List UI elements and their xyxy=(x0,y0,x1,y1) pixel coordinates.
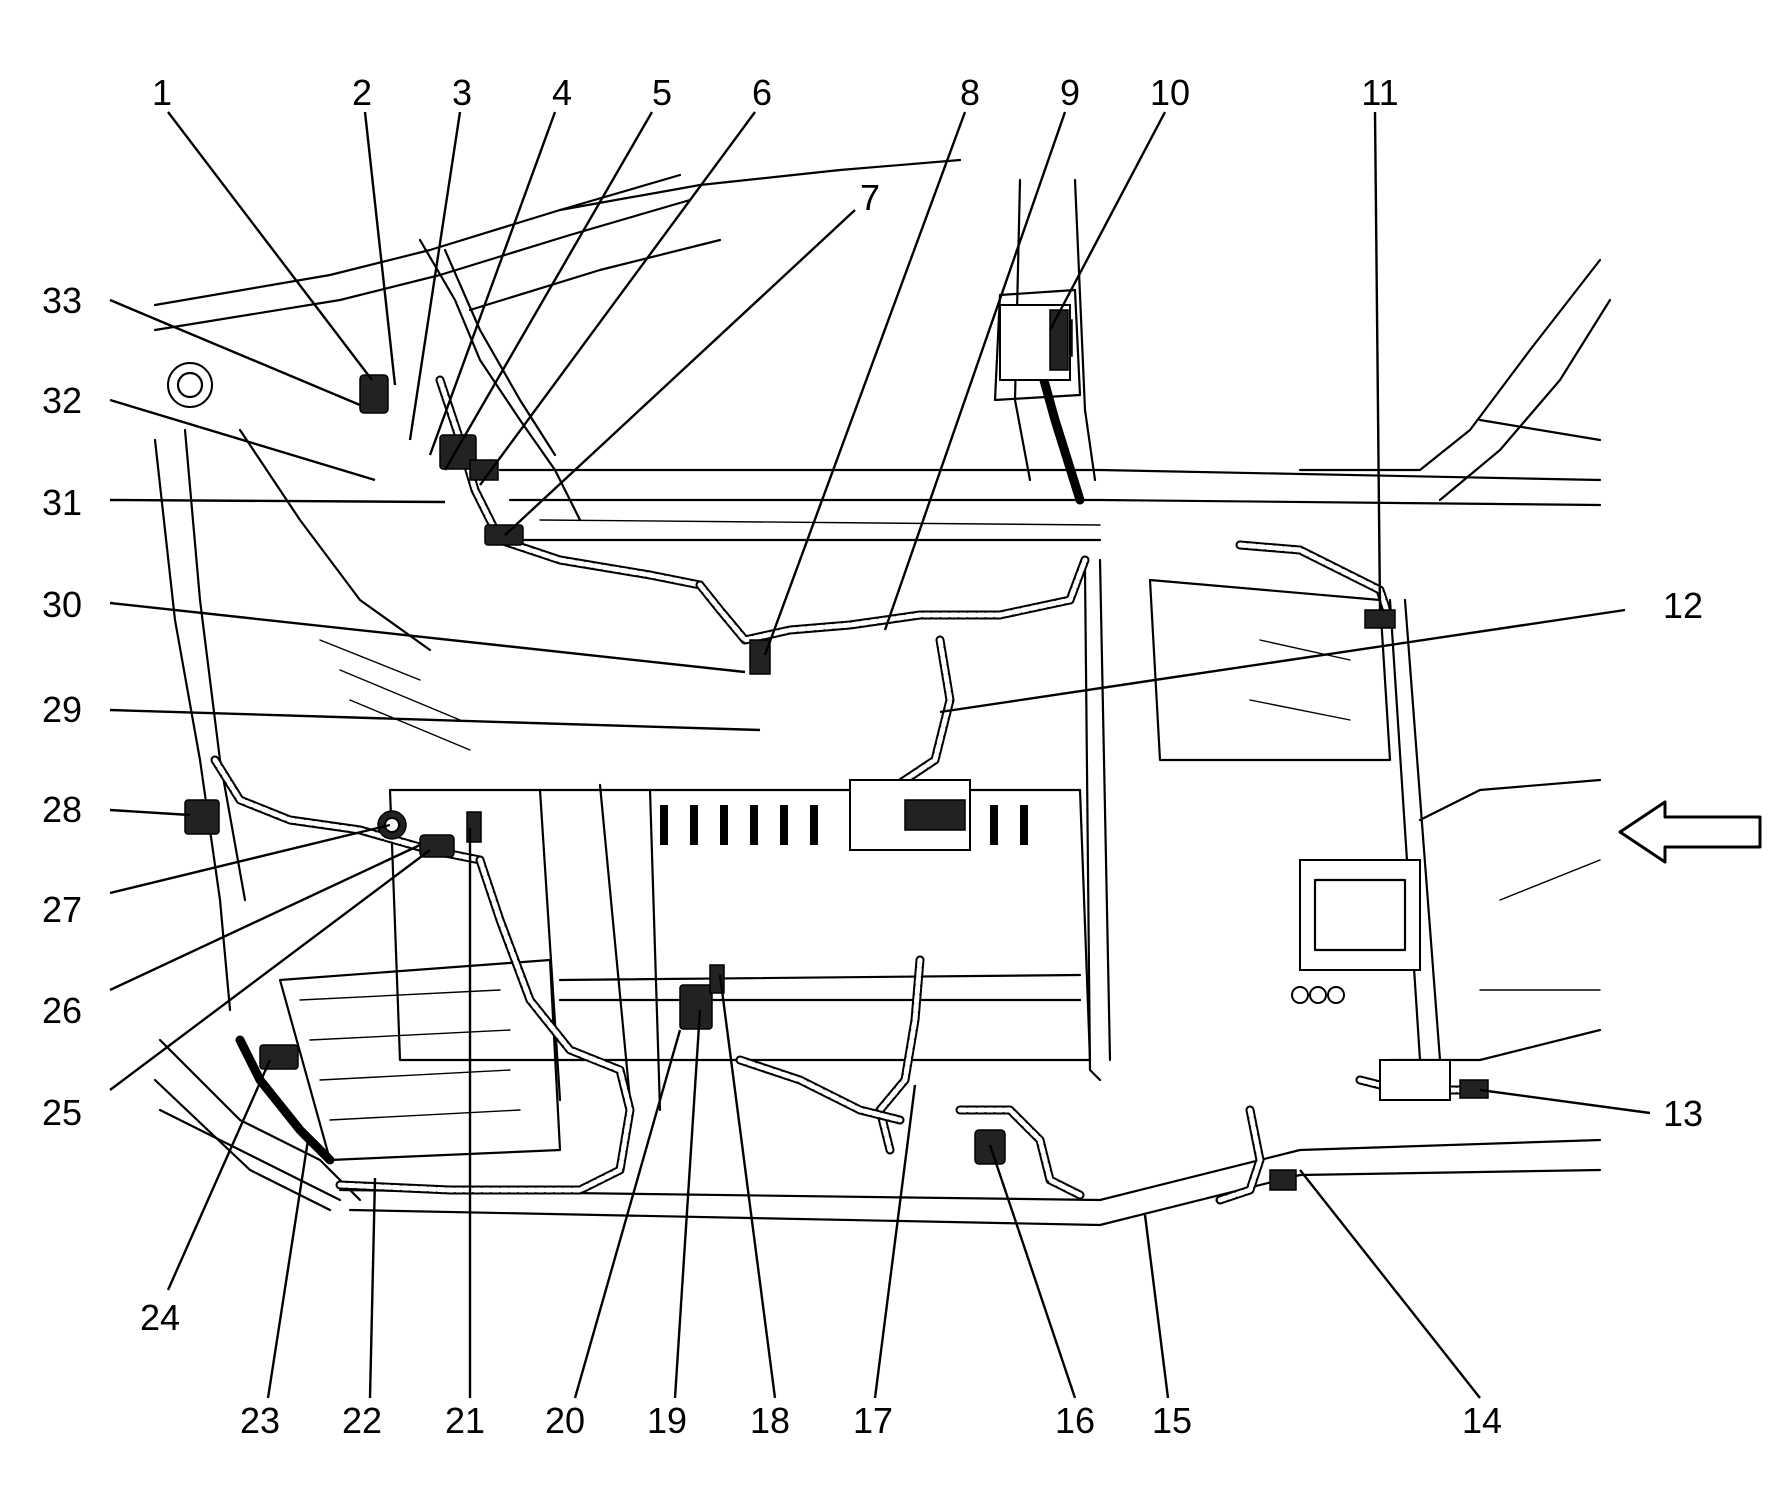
callout-16: 16 xyxy=(1055,1400,1095,1441)
callout-11: 11 xyxy=(1361,72,1398,113)
callout-26: 26 xyxy=(42,990,82,1031)
callout-6: 6 xyxy=(752,72,772,113)
wiring-harnesses xyxy=(210,325,1465,1205)
callout-31: 31 xyxy=(42,482,82,523)
callout-28: 28 xyxy=(42,789,82,830)
vehicle-underbody-drawing xyxy=(153,158,1612,1227)
callout-22: 22 xyxy=(342,1400,382,1441)
callout-10: 10 xyxy=(1150,72,1190,113)
callout-30: 30 xyxy=(42,584,82,625)
callout-14: 14 xyxy=(1462,1400,1502,1441)
callout-32: 32 xyxy=(42,380,82,421)
callout-33: 33 xyxy=(42,280,82,321)
callout-12: 12 xyxy=(1663,585,1703,626)
callout-21: 21 xyxy=(445,1400,485,1441)
callout-15: 15 xyxy=(1152,1400,1192,1441)
callout-20: 20 xyxy=(545,1400,585,1441)
callout-25: 25 xyxy=(42,1092,82,1133)
callout-5: 5 xyxy=(652,72,672,113)
tunnel-vent-slots xyxy=(660,805,1028,845)
callout-27: 27 xyxy=(42,889,82,930)
callout-19: 19 xyxy=(647,1400,687,1441)
callout-4: 4 xyxy=(552,72,572,113)
components xyxy=(184,304,1489,1191)
callout-1: 1 xyxy=(152,72,172,113)
callout-17: 17 xyxy=(853,1400,893,1441)
callout-24: 24 xyxy=(140,1297,180,1338)
callout-23: 23 xyxy=(240,1400,280,1441)
callout-9: 9 xyxy=(1060,72,1080,113)
callout-leader-lines xyxy=(109,111,1651,1399)
callout-3: 3 xyxy=(452,72,472,113)
left-arrow-icon xyxy=(1618,800,1762,864)
callout-29: 29 xyxy=(42,689,82,730)
callout-8: 8 xyxy=(960,72,980,113)
callout-2: 2 xyxy=(352,72,372,113)
callout-18: 18 xyxy=(750,1400,790,1441)
callout-7: 7 xyxy=(860,177,880,218)
callout-13: 13 xyxy=(1663,1093,1703,1134)
callout-labels: 1 2 3 4 5 6 7 8 9 10 11 12 13 14 15 16 1… xyxy=(42,72,1703,1441)
